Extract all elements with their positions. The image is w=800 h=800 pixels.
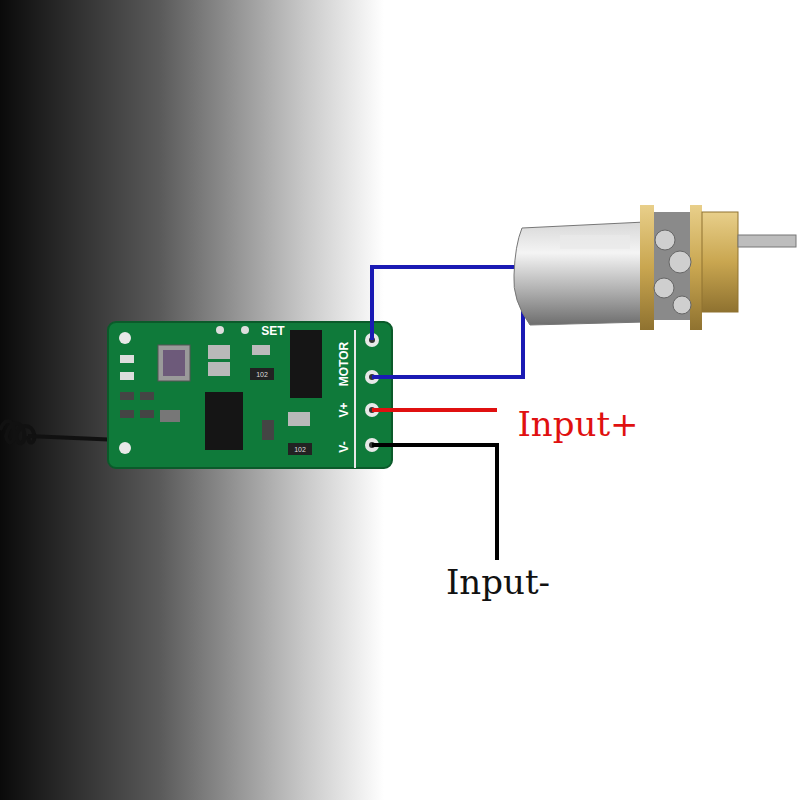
input-label: Input+ [517,407,638,441]
motor-wire [372,300,523,377]
component-marking: 102 [294,446,306,453]
motor-wire [372,267,518,340]
silkscreen-label: SET [261,325,284,337]
pin-name: V- [338,441,350,452]
pin-name: MOTOR [338,342,350,386]
gear-motor [514,205,796,330]
pin-name: V+ [338,402,350,417]
pcb-board [108,322,392,468]
component-marking: 102 [256,371,268,378]
negative-wire [372,445,497,560]
input-label: Input- [446,565,550,599]
positive-wire [372,408,497,412]
antenna-cable [0,421,120,443]
